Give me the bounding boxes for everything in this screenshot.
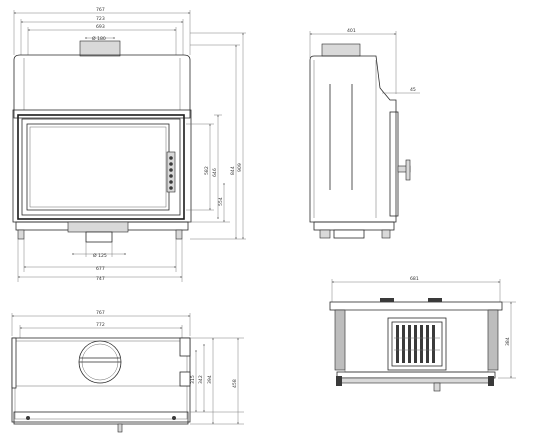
section-view: 681 384 [329,276,516,392]
dim-section-height: 384 [505,337,511,346]
dim-front-h-inner: 582 [204,166,210,175]
dim-front-pipe: Ø 125 [93,252,107,259]
dim-top-d2: 342 [198,375,204,384]
dim-top-w-outer: 767 [96,310,105,316]
dim-top-d3: 394 [207,375,213,384]
dim-front-w-inner: 693 [96,24,105,30]
front-view: 767 723 693 Ø 180 [12,7,246,282]
top-view: 767 772 315 342 394 458 [11,310,244,433]
dim-front-w-feet: 747 [96,276,105,282]
dim-front-h-door: 554 [218,197,224,206]
dim-front-h-mid: 646 [212,168,218,177]
dim-front-w-base: 677 [96,266,105,272]
side-view: 401 45 [309,28,420,239]
dim-top-w-inner: 772 [96,322,105,328]
dim-side-depth: 401 [347,28,356,34]
grate-bars [394,325,440,363]
dim-front-h-total: 844 [230,166,236,175]
dim-front-w-mid: 723 [96,16,105,22]
dim-front-h-outer: 909 [237,163,243,172]
dim-side-angle: 45 [410,87,416,93]
dim-top-d4: 458 [232,379,238,388]
dim-front-w-outer: 767 [96,7,105,13]
dim-top-d1: 315 [190,375,196,384]
dim-front-flue: Ø 180 [92,35,106,42]
dim-section-width: 681 [410,276,419,282]
